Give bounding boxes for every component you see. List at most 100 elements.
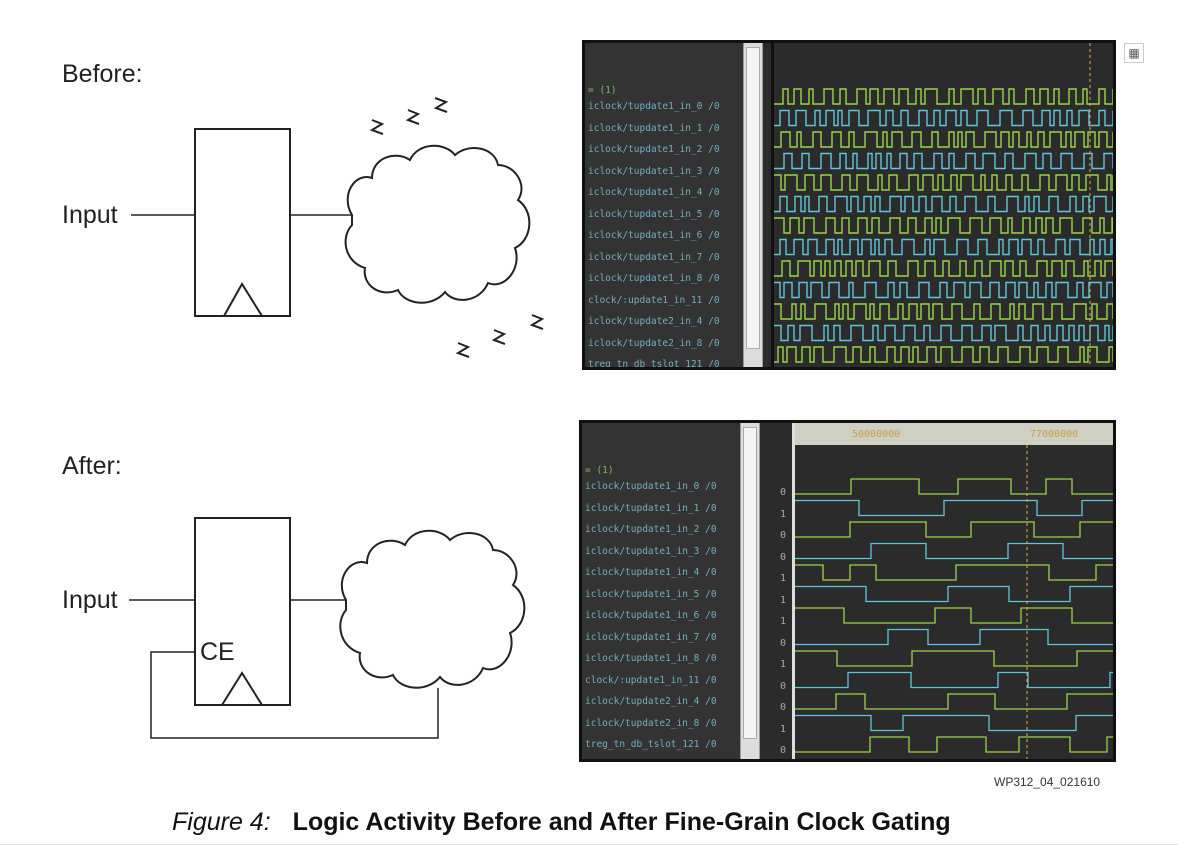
figure-id: WP312_04_021610: [994, 775, 1101, 789]
before-wave-trace: [774, 260, 1113, 277]
after-wave-trace: [795, 478, 1113, 495]
after-time-header: [794, 423, 1113, 445]
before-scroll-thumb[interactable]: [746, 47, 760, 349]
before-pane-divider: [771, 43, 774, 367]
after-signal-name: iclock/tupdate1_in_1 /0: [585, 502, 717, 514]
after-pane-divider: [792, 423, 795, 759]
after-signal-value: 0: [780, 745, 787, 756]
before-wave-trace: [774, 281, 1113, 299]
after-signal-name: iclock/tupdate1_in_2 /0: [585, 524, 717, 535]
after-wave-trace: [795, 650, 1113, 667]
after-signal-value: 1: [780, 508, 787, 520]
before-signal-name: iclock/tupdate1_in_6 /0: [588, 230, 720, 241]
before-wave-trace: [774, 346, 1113, 363]
after-wave-trace: [795, 607, 1113, 624]
before-wave-trace: [774, 238, 1113, 256]
before-wave-trace: [774, 195, 1113, 213]
expand-icon[interactable]: ▦: [1124, 43, 1144, 63]
before-clock-triangle-icon: [223, 282, 263, 317]
after-signal-name: iclock/tupdate1_in_0 /0: [585, 481, 717, 492]
page-bottom-rule: [0, 844, 1178, 845]
after-signal-value: 1: [780, 659, 787, 670]
before-signal-name: iclock/tupdate1_in_3 /0: [588, 165, 720, 177]
after-signal-value: 1: [780, 573, 787, 584]
after-scroll-thumb[interactable]: [743, 427, 757, 739]
after-register-box: [194, 517, 291, 706]
after-wave-trace: [795, 564, 1113, 581]
before-waveform-traces: [774, 43, 1113, 367]
before-wave-trace: [774, 217, 1113, 234]
before-wave-trace: [774, 109, 1113, 127]
after-clock-triangle-icon: [221, 671, 263, 706]
ce-feedback-wire: [150, 651, 439, 739]
before-signal-name: clock/:update1_in_11 /0: [588, 294, 720, 306]
after-wave-trace: [795, 585, 1113, 603]
after-signal-value: 0: [780, 637, 787, 649]
after-signal-value: 0: [780, 680, 787, 692]
after-heading: After:: [62, 452, 122, 480]
before-logic-cloud-icon: [344, 144, 531, 304]
before-signal-name: iclock/tupdate1_in_7 /0: [588, 251, 720, 263]
after-input-label: Input: [62, 586, 118, 614]
after-signal-name: iclock/tupdate1_in_6 /0: [585, 610, 717, 621]
before-wave-trace: [774, 88, 1113, 105]
before-register-box: [194, 128, 291, 317]
after-wave-trace: [795, 499, 1113, 517]
before-signal-name: iclock/tupdate2_in_8 /0: [588, 337, 720, 349]
after-wave-trace: [795, 521, 1113, 538]
after-waveform-panel: = (1) iclock/tupdate1_in_0 /0 iclock/tupd…: [579, 420, 1116, 762]
before-signal-name: iclock/tupdate1_in_4 /0: [588, 187, 720, 198]
before-signal-name: treg_tn_db_tslot_121 /0: [588, 359, 720, 370]
figure-caption: Figure 4: Logic Activity Before and After…: [172, 808, 951, 837]
after-scrollbar[interactable]: [740, 423, 760, 759]
after-time-marker-1: 50000000: [852, 429, 901, 440]
after-wave-trace: [795, 542, 1113, 560]
after-time-marker-2: 77000000: [1030, 429, 1079, 440]
after-signal-name: iclock/tupdate1_in_5 /0: [585, 588, 717, 600]
after-signal-name: iclock/tupdate1_in_4 /0: [585, 567, 717, 578]
after-wave-trace: [795, 714, 1113, 732]
after-signal-value: 1: [780, 723, 787, 735]
before-heading: Before:: [62, 60, 143, 88]
before-waveform-panel: = (1) iclock/tupdate1_in_0 /0 iclock/tupd…: [582, 40, 1116, 370]
before-scrollbar[interactable]: [743, 43, 763, 367]
before-signal-name: iclock/tupdate1_in_1 /0: [588, 122, 720, 134]
before-signal-name: iclock/tupdate2_in_4 /0: [588, 316, 720, 327]
caption-title: Logic Activity Before and After Fine-Gra…: [292, 808, 951, 836]
after-signal-name: iclock/tupdate1_in_8 /0: [585, 653, 717, 664]
after-logic-cloud-icon: [339, 529, 526, 689]
before-signal-name: iclock/tupdate1_in_2 /0: [588, 144, 720, 155]
before-wave-trace: [774, 303, 1113, 320]
after-signal-name: iclock/tupdate1_in_7 /0: [585, 631, 717, 643]
after-wave-trace: [795, 628, 1113, 646]
before-wave-trace: [774, 174, 1113, 191]
before-wave-trace: [774, 131, 1113, 148]
before-input-label: Input: [62, 201, 118, 229]
before-signal-name: iclock/tupdate1_in_8 /0: [588, 273, 720, 284]
before-signal-name-column: = (1) iclock/tupdate1_in_0 /0 iclock/tupd…: [585, 43, 743, 367]
after-waveform-traces: [795, 445, 1113, 759]
after-wave-trace: [795, 693, 1113, 710]
after-wave-trace: [795, 736, 1113, 753]
before-signal-name: iclock/tupdate1_in_5 /0: [588, 208, 720, 220]
after-signal-value: 1: [780, 616, 787, 627]
after-signal-name: iclock/tupdate1_in_3 /0: [585, 545, 717, 557]
after-signal-name: iclock/tupdate2_in_8 /0: [585, 717, 717, 729]
after-signal-name: treg_tn_db_tslot_121 /0: [585, 739, 717, 750]
before-group-label: = (1): [588, 85, 617, 96]
before-wave-trace: [774, 324, 1113, 342]
before-wave-trace: [774, 152, 1113, 170]
before-signal-name: iclock/tupdate1_in_0 /0: [588, 101, 720, 112]
after-signal-value: 1: [780, 594, 787, 606]
after-group-label: = (1): [585, 465, 614, 476]
after-wave-trace: [795, 671, 1113, 689]
after-signal-value: 0: [780, 487, 787, 498]
caption-number: Figure 4:: [172, 808, 271, 836]
after-signal-name: clock/:update1_in_11 /0: [585, 674, 717, 686]
after-signal-name: iclock/tupdate2_in_4 /0: [585, 696, 717, 707]
after-signal-name-column: = (1) iclock/tupdate1_in_0 /0 iclock/tupd…: [582, 423, 740, 759]
before-activity-squiggles-icon: [369, 97, 545, 358]
ce-label: CE: [200, 638, 235, 666]
after-signal-value: 0: [780, 530, 787, 541]
